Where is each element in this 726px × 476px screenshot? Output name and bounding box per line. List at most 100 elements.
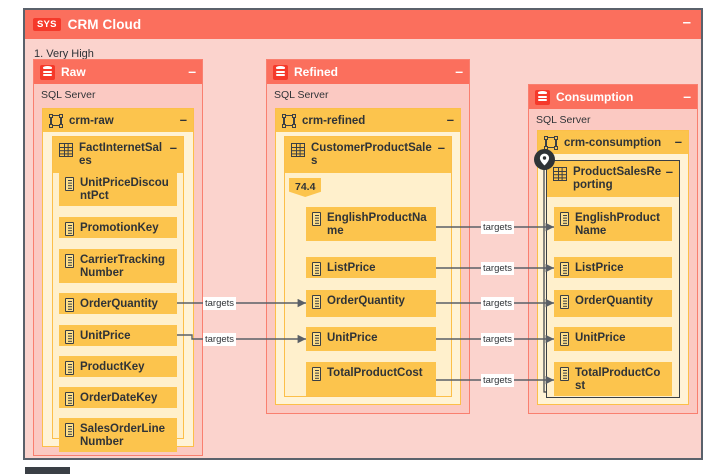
column-icon — [560, 212, 569, 226]
column-icon — [560, 367, 569, 381]
table-fact-internet-sales-header: FactInternetSales – — [53, 137, 183, 173]
field-label: PromotionKey — [80, 222, 159, 234]
table-grid-icon — [291, 143, 305, 157]
edge-label-targets: targets — [481, 333, 515, 346]
criticality-label: 1. Very High — [34, 48, 94, 60]
field-refined-orderquantity[interactable]: OrderQuantity — [306, 290, 436, 317]
field-raw-salesorderlinenumber[interactable]: SalesOrderLineNumber — [59, 418, 177, 452]
database-icon — [40, 64, 55, 80]
column-icon — [312, 332, 321, 346]
field-label: EnglishProductName — [575, 212, 660, 237]
field-label: TotalProductCost — [327, 367, 423, 379]
field-label: ListPrice — [327, 262, 376, 274]
field-refined-unitprice[interactable]: UnitPrice — [306, 327, 436, 351]
column-icon — [560, 295, 569, 309]
column-icon — [312, 212, 321, 226]
field-raw-unitpricediscountpct[interactable]: UnitPriceDiscountPct — [59, 172, 177, 206]
schema-crm-raw-minimize-button[interactable]: – — [179, 111, 187, 127]
system-title: CRM Cloud — [67, 17, 142, 32]
field-label: TotalProductCost — [575, 367, 661, 392]
field-label: UnitPrice — [327, 332, 378, 344]
table-product-sales-reporting[interactable]: ProductSalesReporting – — [546, 160, 680, 398]
column-icon — [312, 367, 321, 381]
horizontal-scrollbar-thumb[interactable] — [25, 467, 70, 474]
system-header: SYS CRM Cloud – — [25, 10, 701, 39]
field-label: ProductKey — [80, 361, 145, 373]
column-icon — [312, 295, 321, 309]
field-label: OrderQuantity — [80, 298, 158, 310]
column-icon — [65, 423, 74, 437]
field-label: UnitPriceDiscountPct — [80, 177, 169, 202]
schema-crm-raw-title: crm-raw — [69, 114, 114, 127]
table-product-sales-reporting-title: ProductSalesReporting — [573, 166, 662, 191]
column-icon — [65, 392, 74, 406]
column-icon — [560, 332, 569, 346]
field-consumption-orderquantity[interactable]: OrderQuantity — [554, 290, 672, 317]
column-icon — [560, 262, 569, 276]
schema-node-icon — [282, 113, 296, 128]
layer-raw-minimize-button[interactable]: – — [188, 62, 196, 79]
field-consumption-englishproductname[interactable]: EnglishProductName — [554, 207, 672, 241]
column-icon — [65, 298, 74, 312]
field-consumption-unitprice[interactable]: UnitPrice — [554, 327, 672, 351]
field-raw-carriertrackingnumber[interactable]: CarrierTrackingNumber — [59, 249, 177, 283]
table-product-sales-reporting-header: ProductSalesReporting – — [547, 161, 679, 197]
field-raw-unitprice[interactable]: UnitPrice — [59, 325, 177, 346]
schema-node-icon — [49, 113, 63, 128]
layer-refined-technology: SQL Server — [274, 89, 329, 101]
schema-crm-raw-header: crm-raw – — [43, 109, 193, 132]
field-label: SalesOrderLineNumber — [80, 423, 166, 448]
field-refined-totalproductcost[interactable]: TotalProductCost — [306, 362, 436, 396]
layer-consumption-technology: SQL Server — [536, 114, 591, 126]
edge-label-targets: targets — [481, 297, 515, 310]
field-label: OrderQuantity — [575, 295, 653, 307]
layer-refined-header: Refined – — [267, 60, 469, 84]
layer-raw-technology: SQL Server — [41, 89, 96, 101]
layer-consumption-header: Consumption – — [529, 85, 697, 109]
field-label: UnitPrice — [575, 332, 626, 344]
layer-consumption-title: Consumption — [556, 90, 634, 104]
column-icon — [312, 262, 321, 276]
field-label: OrderQuantity — [327, 295, 405, 307]
field-raw-promotionkey[interactable]: PromotionKey — [59, 217, 177, 238]
table-metric-badge: 74.4 — [289, 178, 322, 197]
table-fact-internet-sales-minimize-button[interactable]: – — [169, 140, 177, 155]
column-icon — [65, 177, 74, 191]
schema-crm-consumption-minimize-button[interactable]: – — [674, 133, 682, 149]
edge-label-targets: targets — [481, 221, 515, 234]
edge-label-targets: targets — [203, 297, 237, 310]
layer-refined-minimize-button[interactable]: – — [455, 62, 463, 79]
column-icon — [65, 222, 74, 236]
edge-label-targets: targets — [481, 374, 515, 387]
field-raw-productkey[interactable]: ProductKey — [59, 356, 177, 377]
column-icon — [65, 330, 74, 344]
field-refined-englishproductname[interactable]: EnglishProductName — [306, 207, 436, 241]
table-product-sales-reporting-minimize-button[interactable]: – — [665, 164, 673, 179]
system-type-badge: SYS — [33, 17, 61, 32]
field-raw-orderdatekey[interactable]: OrderDateKey — [59, 387, 177, 408]
table-customer-product-sales-title: CustomerProductSales — [311, 142, 432, 167]
schema-node-icon — [544, 135, 558, 150]
field-label: UnitPrice — [80, 330, 131, 342]
edge-label-targets: targets — [203, 333, 237, 346]
field-label: EnglishProductName — [327, 212, 427, 237]
layer-consumption-minimize-button[interactable]: – — [683, 87, 691, 104]
schema-crm-refined-minimize-button[interactable]: – — [446, 111, 454, 127]
column-icon — [65, 361, 74, 375]
field-refined-listprice[interactable]: ListPrice — [306, 257, 436, 278]
field-consumption-listprice[interactable]: ListPrice — [554, 257, 672, 278]
field-label: CarrierTrackingNumber — [80, 254, 166, 279]
field-label: OrderDateKey — [80, 392, 158, 404]
table-customer-product-sales-minimize-button[interactable]: – — [437, 140, 445, 155]
layer-raw-header: Raw – — [34, 60, 202, 84]
field-consumption-totalproductcost[interactable]: TotalProductCost — [554, 362, 672, 396]
layer-refined-title: Refined — [294, 65, 339, 79]
schema-crm-consumption-title: crm-consumption — [564, 136, 662, 149]
system-minimize-button[interactable]: – — [682, 14, 691, 31]
location-pin-icon[interactable] — [534, 149, 555, 170]
layer-raw-title: Raw — [61, 65, 86, 79]
database-icon — [273, 64, 288, 80]
schema-crm-refined-header: crm-refined – — [276, 109, 460, 132]
field-raw-orderquantity[interactable]: OrderQuantity — [59, 293, 177, 314]
